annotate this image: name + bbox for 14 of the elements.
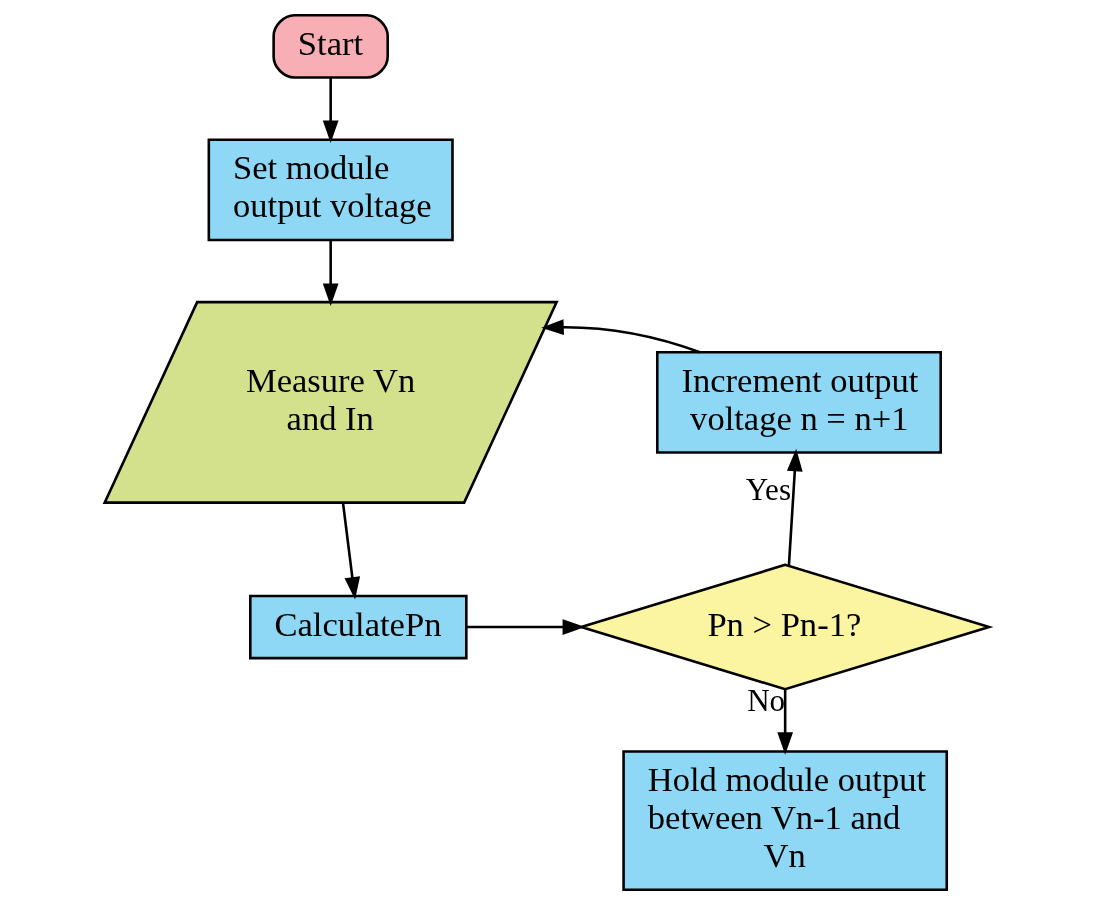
arrow — [322, 240, 339, 307]
arrow — [786, 448, 803, 566]
node-box: Start — [271, 14, 389, 79]
arrow — [322, 77, 339, 144]
node-box: Increment output voltage n = n+1 — [655, 350, 942, 454]
node-box: CalculatePn — [248, 594, 468, 660]
arrow — [540, 319, 700, 354]
arrow — [341, 502, 360, 600]
node-box: Hold module output between Vn-1 and Vn — [621, 750, 948, 891]
edge-label: No — [746, 682, 785, 718]
edge-label: Yes — [745, 471, 791, 507]
arrow — [466, 619, 585, 635]
node-box: Set module output voltage — [207, 138, 454, 242]
arrow — [776, 689, 793, 755]
